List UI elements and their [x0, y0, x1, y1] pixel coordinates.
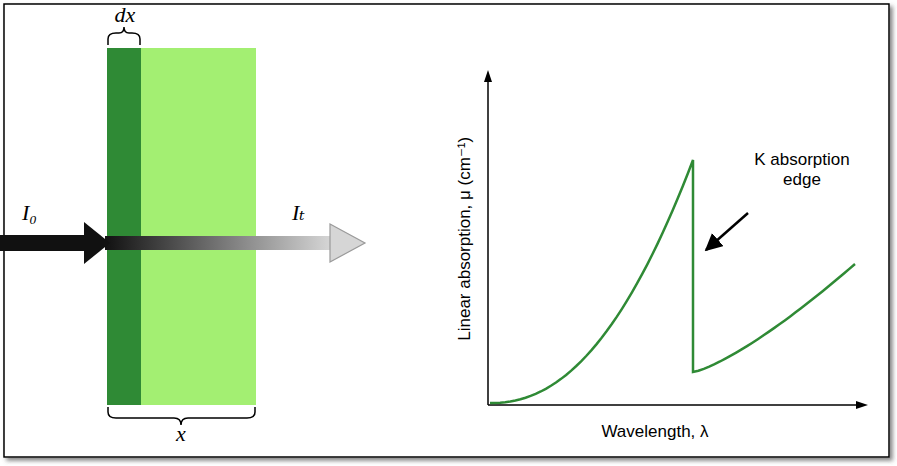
- incident-intensity: I₀: [22, 200, 72, 225]
- edge-pointer: [706, 213, 748, 250]
- absorption-curve: [490, 160, 855, 403]
- y-axis-arrow: [484, 70, 492, 82]
- frame: [4, 4, 889, 457]
- y-axis: [487, 80, 489, 405]
- annotation-label: K absorption edge: [752, 150, 852, 189]
- axis-label: Wavelength, λ: [540, 422, 770, 442]
- thickness-label: x: [168, 421, 194, 446]
- incident-arrowhead: [84, 222, 110, 264]
- slab-layer-dx: [107, 48, 141, 405]
- incident-beam: [0, 235, 86, 251]
- transmitted-intensity: Iₜ: [292, 200, 342, 225]
- transmitted-arrowhead: [330, 224, 365, 262]
- axis-label: Linear absorption, μ (cm⁻¹): [455, 74, 475, 404]
- dx-bracket: [108, 27, 140, 45]
- x-axis-arrow: [856, 401, 868, 409]
- x-axis: [488, 404, 858, 406]
- absorber-slab: [107, 48, 256, 405]
- thickness-label: dx: [104, 2, 146, 27]
- transmitted-beam: [105, 236, 331, 250]
